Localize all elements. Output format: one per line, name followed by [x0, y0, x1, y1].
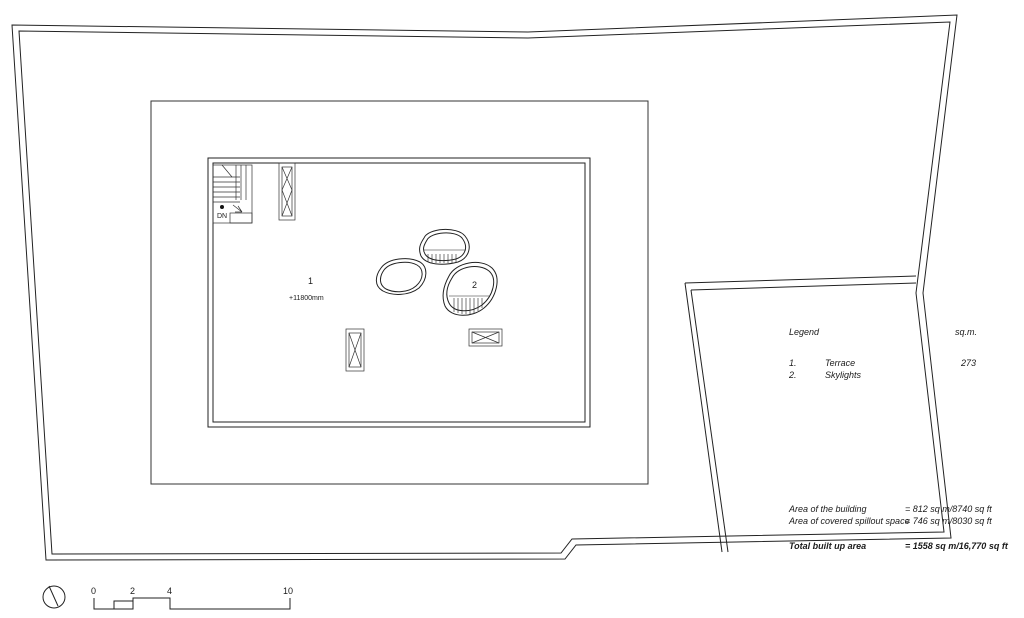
scale-tick-0: 0	[91, 586, 96, 596]
scale-bar	[93, 597, 291, 610]
site-notch	[684, 275, 917, 553]
scale-tick-2: 2	[130, 586, 135, 596]
stair-dot	[220, 205, 224, 209]
area-total-label: Total built up area	[789, 541, 866, 551]
vent-box-mid	[345, 328, 365, 372]
legend-item-2-num: 2.	[788, 370, 797, 380]
area-building-value: = 812 sq m/8740 sq ft	[905, 504, 992, 514]
area-total-value: = 1558 sq m/16,770 sq ft	[905, 541, 1009, 551]
legend-item-1-area: 273	[960, 358, 976, 368]
vent-box-right	[468, 328, 503, 347]
covered-roof-outline	[150, 100, 649, 485]
room-1-number: 1	[308, 276, 313, 286]
legend-title: Legend	[789, 327, 820, 337]
staircase	[212, 164, 253, 224]
area-building-label: Area of the building	[788, 504, 867, 514]
scale-tick-10: 10	[283, 586, 293, 596]
skylight-pod-top	[419, 229, 470, 265]
site-boundary	[11, 14, 958, 561]
area-spillout-value: = 746 sq m/8030 sq ft	[905, 516, 992, 526]
vent-box-top	[278, 162, 296, 221]
room-1-level: +11800mm	[289, 295, 324, 302]
north-arrow-icon	[42, 585, 66, 609]
legend-item-2-name: Skylights	[825, 370, 862, 380]
legend-unit: sq.m.	[955, 327, 977, 337]
skylight-pod-left	[375, 258, 427, 295]
area-spillout-label: Area of covered spillout space	[788, 516, 910, 526]
stair-dn-label: DN	[217, 213, 227, 220]
legend-item-1-name: Terrace	[825, 358, 855, 368]
legend-item-1-num: 1.	[789, 358, 797, 368]
skylight-pod-right	[442, 261, 498, 316]
room-2-number: 2	[472, 280, 477, 290]
scale-tick-4: 4	[167, 586, 172, 596]
terrace-outline	[207, 157, 591, 428]
